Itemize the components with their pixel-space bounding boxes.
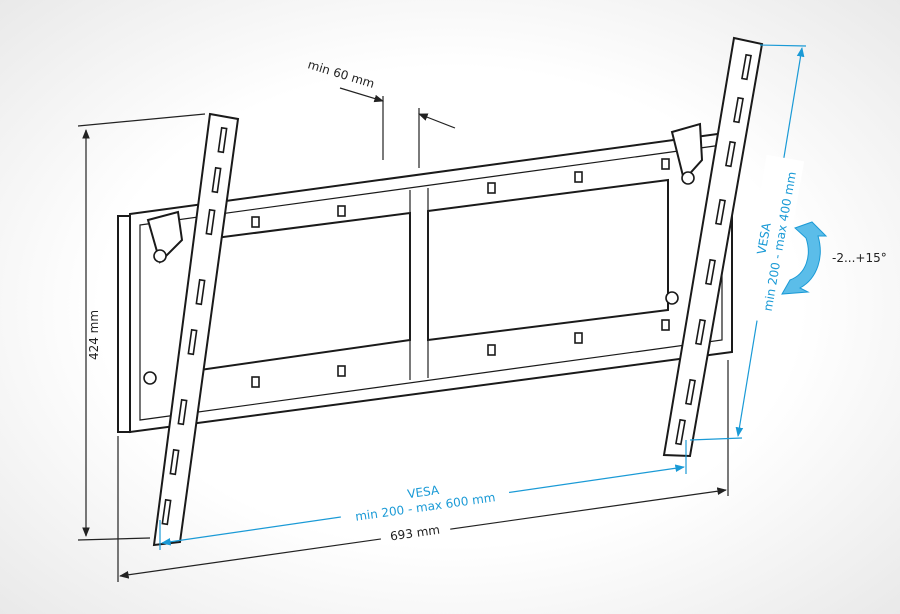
height-label: 424 mm <box>87 310 101 360</box>
vesa-h-title: VESA <box>406 483 440 501</box>
left-vesa-arm <box>143 112 240 547</box>
tilt-label: -2...+15° <box>832 251 887 265</box>
screw-icon <box>143 371 157 385</box>
screw-icon <box>153 249 167 263</box>
wall-plate <box>117 130 733 434</box>
tilt-indicator: -2...+15° <box>781 221 887 295</box>
min-gap-label: min 60 mm <box>306 57 376 91</box>
vesa-horizontal: VESA min 200 - max 600 mm <box>159 440 687 550</box>
gap-dimension: min 60 mm <box>306 57 456 168</box>
vesa-v-title: VESA <box>754 221 773 256</box>
screw-icon <box>665 291 679 305</box>
rotate-arrow-icon <box>781 221 828 295</box>
screw-icon <box>681 171 695 185</box>
